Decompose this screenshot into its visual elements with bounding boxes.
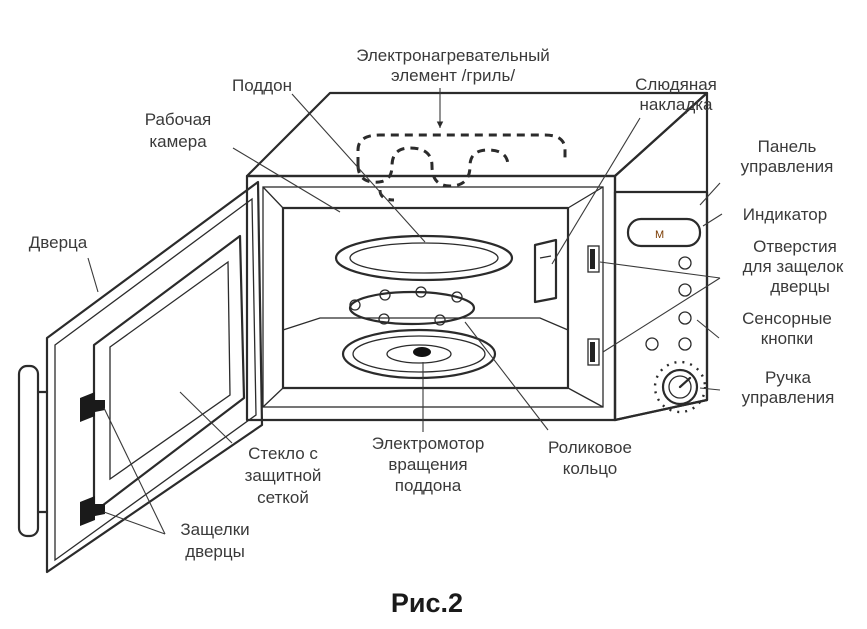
svg-text:M: M xyxy=(655,229,664,241)
label-chamber-2: камера xyxy=(149,132,207,151)
door-handle xyxy=(17,364,40,538)
label-latches-1: Защелки xyxy=(180,520,249,539)
figure-caption: Рис.2 xyxy=(391,588,463,618)
label-panel-1: Панель xyxy=(758,137,817,156)
label-latches-2: дверцы xyxy=(185,542,245,561)
label-tray: Поддон xyxy=(232,76,292,95)
labels: Электронагревательный элемент /гриль/ По… xyxy=(29,46,844,618)
label-latch-holes-3: дверцы xyxy=(770,277,830,296)
label-knob-2: управления xyxy=(742,388,835,407)
door-latch xyxy=(80,392,105,422)
turntable-base xyxy=(341,328,497,380)
label-latch-holes-2: для защелок xyxy=(743,257,844,276)
door-glass xyxy=(109,260,231,481)
label-latch-holes-1: Отверстия xyxy=(753,237,837,256)
oven-body xyxy=(245,91,709,422)
latch-holes xyxy=(587,245,600,366)
indicator xyxy=(626,217,702,248)
tray xyxy=(334,234,514,282)
label-sensor-1: Сенсорные xyxy=(742,309,832,328)
label-motor-1: Электромотор xyxy=(372,434,485,453)
label-mica-2: накладка xyxy=(639,95,713,114)
motor-shaft xyxy=(413,347,431,357)
label-motor-2: вращения xyxy=(388,455,467,474)
label-roller-2: кольцо xyxy=(563,459,618,478)
sensor-button xyxy=(678,283,692,297)
label-mica-1: Слюдяная xyxy=(635,75,717,94)
cavity xyxy=(262,186,604,408)
label-heating-element-1: Электронагревательный xyxy=(356,46,550,65)
label-glass-3: сеткой xyxy=(257,488,309,507)
sensor-button xyxy=(678,256,692,270)
door-latch xyxy=(80,496,105,526)
label-glass-1: Стекло с xyxy=(248,444,318,463)
sensor-button xyxy=(678,337,692,351)
label-door: Дверца xyxy=(29,233,88,252)
mica-plate xyxy=(533,238,558,304)
label-sensor-2: кнопки xyxy=(761,329,813,348)
label-glass-2: защитной xyxy=(245,466,322,485)
door xyxy=(17,180,264,574)
label-chamber-1: Рабочая xyxy=(145,110,212,129)
sensor-button xyxy=(678,311,692,325)
control-panel: M xyxy=(626,217,707,414)
label-motor-3: поддона xyxy=(395,476,462,495)
leader-lines xyxy=(87,88,723,535)
heating-element xyxy=(356,133,567,188)
label-roller-1: Роликовое xyxy=(548,438,632,457)
label-panel-2: управления xyxy=(741,157,834,176)
control-knob xyxy=(653,360,707,414)
sensor-button xyxy=(645,337,659,351)
label-indicator: Индикатор xyxy=(743,205,827,224)
label-heating-element-2: элемент /гриль/ xyxy=(391,66,515,85)
roller-ring xyxy=(348,286,476,326)
label-knob-1: Ручка xyxy=(765,368,812,387)
